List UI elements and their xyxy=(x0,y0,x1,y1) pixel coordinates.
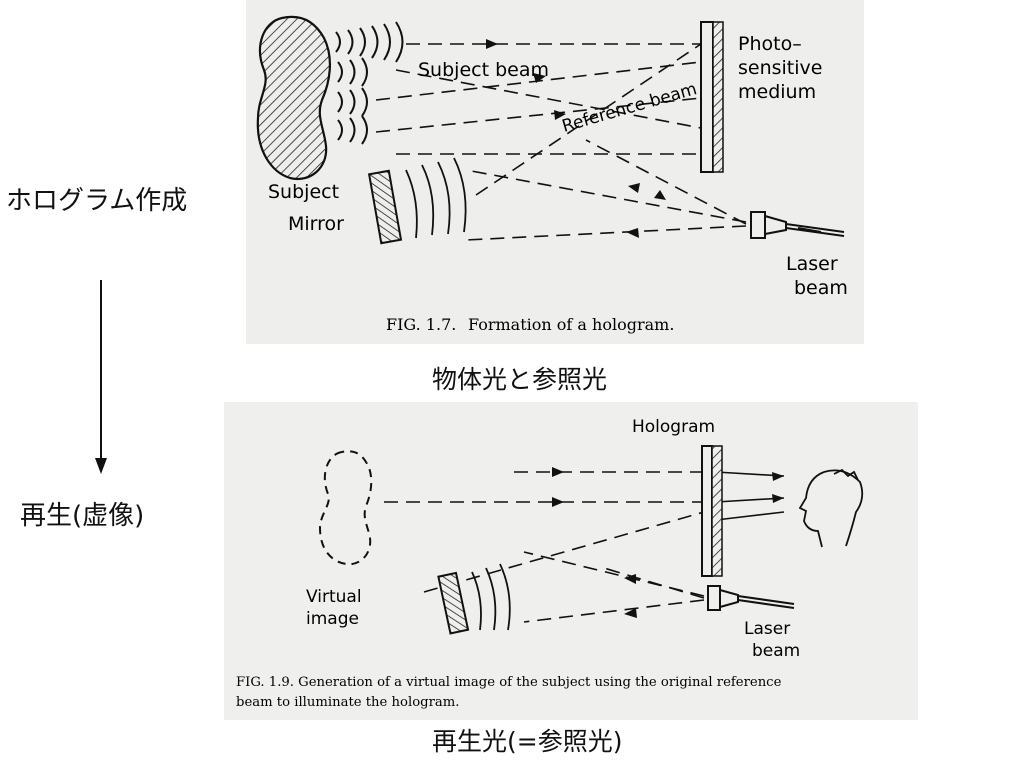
virtual-image-figure: Hologram Virtual image Laser beam FIG. 1… xyxy=(224,402,918,720)
laser-rays xyxy=(465,43,747,241)
formation-label: ホログラム作成 xyxy=(6,186,188,216)
virtual-image-outline xyxy=(318,450,373,566)
laser-label-4: beam xyxy=(752,641,800,661)
hologram-label: Hologram xyxy=(632,417,715,437)
medium-label-2: sensitive xyxy=(738,57,822,79)
medium-label-3: medium xyxy=(738,81,816,103)
reference-wavefronts xyxy=(405,157,467,239)
process-arrow xyxy=(86,280,116,480)
reconstruction-label: 再生(虚像) xyxy=(20,501,145,531)
reference-wavefronts-2 xyxy=(471,563,511,631)
reconstruction-caption: 再生光(=参照光) xyxy=(432,727,623,756)
subject-label: Subject xyxy=(268,181,339,203)
medium-label-1: Photo– xyxy=(738,33,802,55)
laser-source xyxy=(750,211,845,239)
virtual-label-1: Virtual xyxy=(306,587,362,607)
fig17-number: FIG. 1.7. xyxy=(386,315,456,334)
fig19-caption-line1: FIG. 1.9. Generation of a virtual image … xyxy=(236,675,782,690)
mirror xyxy=(367,169,403,245)
viewer-face xyxy=(798,468,864,548)
laser-label-2: beam xyxy=(794,277,848,299)
subject-beam-label: Subject beam xyxy=(418,59,549,81)
laser-label-3: Laser xyxy=(744,619,790,639)
virtual-label-2: image xyxy=(306,609,359,629)
subject-wavefronts xyxy=(335,21,404,145)
fig19-caption-line2: beam to illuminate the hologram. xyxy=(236,695,459,710)
photosensitive-medium xyxy=(700,21,714,173)
laser-label-1: Laser xyxy=(786,253,838,275)
reconstruction-rays xyxy=(384,471,705,593)
hologram-plate xyxy=(701,445,713,577)
subject-object xyxy=(256,15,332,181)
laser-source-2 xyxy=(707,585,795,611)
mirror-label: Mirror xyxy=(288,213,344,235)
reference-beam-label: Reference beam xyxy=(560,79,699,137)
fig17-title: Formation of a hologram. xyxy=(468,315,674,334)
formation-caption: 物体光と参照光 xyxy=(432,365,608,394)
hologram-formation-figure: Subject beam Reference beam Photo– sensi… xyxy=(246,0,864,344)
